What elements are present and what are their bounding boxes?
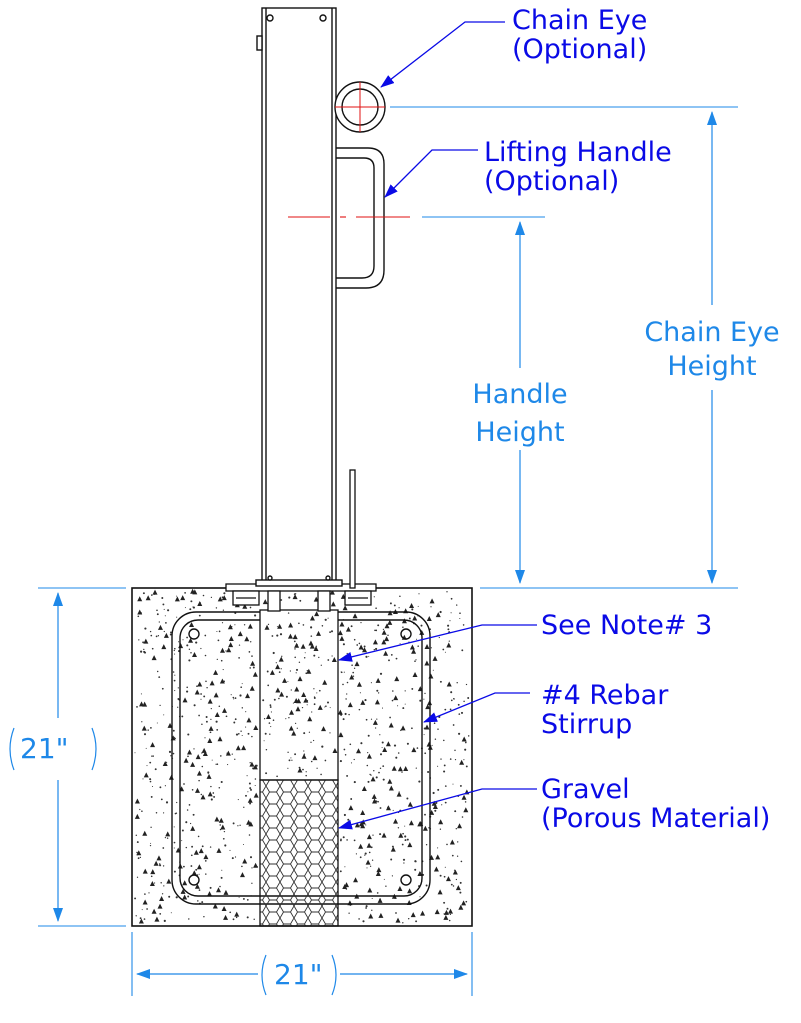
rebar-stirrup-label-line2: Stirrup (541, 709, 633, 740)
chain-eye-height-label: Chain Eye Height (622, 316, 801, 384)
leader-rebar (423, 692, 530, 723)
leader-see-note (338, 624, 537, 662)
chain-eye-height-line1: Chain Eye (644, 317, 780, 348)
leader-chain-eye (380, 21, 505, 88)
lifting-handle (336, 147, 385, 289)
lifting-handle-label-line1: Lifting Handle (484, 137, 672, 168)
rebar-stirrup-label-line1: #4 Rebar (541, 680, 669, 711)
dimension-brackets (9, 727, 337, 996)
extension-lines (38, 106, 738, 996)
gravel-label-line2: (Porous Material) (541, 803, 771, 834)
handle-height-line1: Handle (472, 379, 568, 410)
sleeve (259, 609, 339, 781)
leader-lifting-handle (384, 149, 478, 198)
footing-width-label: 21" (274, 958, 323, 991)
rebar-stirrup-label: #4 Rebar Stirrup (541, 681, 668, 739)
handle-height-label: Handle Height (445, 376, 595, 452)
locking-tab (349, 469, 356, 589)
callout-leaders (338, 21, 537, 830)
see-note-label: See Note# 3 (541, 610, 713, 641)
lifting-handle-label: Lifting Handle (Optional) (484, 138, 672, 196)
base-plate (225, 583, 377, 612)
post (255, 7, 343, 587)
gravel-fill (259, 779, 339, 927)
gravel-label-line1: Gravel (541, 774, 630, 805)
chain-eye (334, 81, 386, 133)
leader-gravel (338, 788, 537, 830)
footing-height-label: 21" (20, 732, 69, 765)
gravel-label: Gravel (Porous Material) (541, 775, 770, 833)
chain-eye-label-line2: (Optional) (512, 34, 648, 65)
handle-height-line2: Height (475, 417, 565, 448)
concrete-speckles (134, 588, 470, 924)
chain-eye-label: Chain Eye (Optional) (512, 6, 647, 64)
sleeve-speckles (262, 611, 338, 778)
chain-eye-height-line2: Height (667, 351, 757, 382)
chain-eye-label-line1: Chain Eye (512, 5, 648, 36)
dimension-lines (53, 111, 717, 979)
lifting-handle-label-line2: (Optional) (484, 166, 620, 197)
